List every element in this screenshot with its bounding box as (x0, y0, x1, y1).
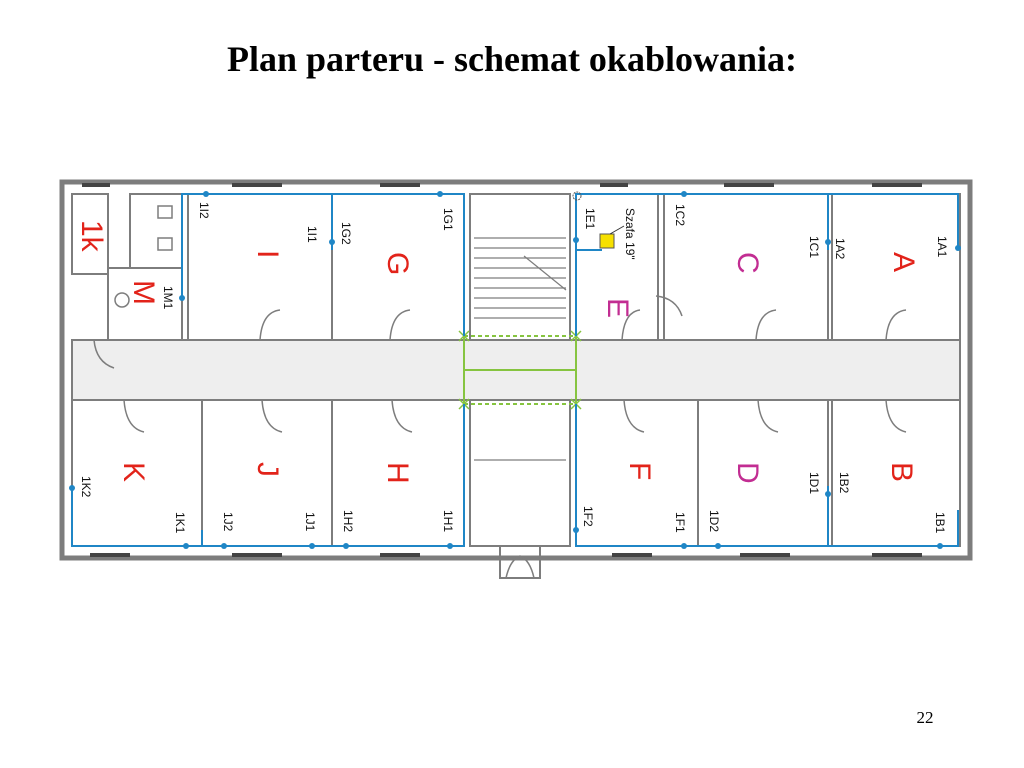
backbone-cabling (463, 334, 577, 406)
room-label: G (381, 252, 414, 275)
entrance-steps (499, 546, 541, 579)
sink (114, 292, 130, 308)
room-1k-area (71, 193, 109, 275)
port-label: 1E1 (583, 208, 597, 230)
outlet-dots (69, 191, 961, 549)
slide-title: Plan parteru - schemat okablowania: (227, 39, 797, 79)
port-label: 1G2 (339, 222, 353, 245)
rack-pointer (609, 225, 625, 235)
room-label: F (623, 462, 656, 480)
port-label: 1A2 (833, 238, 847, 260)
room-label: M (127, 280, 160, 305)
port-label: 1J1 (303, 512, 317, 532)
port-label: 1K2 (79, 476, 93, 498)
port-label: 1F2 (581, 506, 595, 527)
room-label: D (731, 462, 764, 484)
room-label: J (251, 462, 284, 477)
port-label: 1F1 (673, 512, 687, 533)
port-label: 1I1 (305, 226, 319, 243)
room-label: C (731, 252, 764, 274)
entrance-door-swing (505, 555, 535, 579)
room-label: B (885, 462, 918, 482)
access-point-icon (572, 191, 582, 201)
port-label: 1A1 (935, 236, 949, 258)
port-label: 1D1 (807, 472, 821, 494)
port-label: 1I2 (197, 202, 211, 219)
port-label: 1B1 (933, 512, 947, 534)
room-labels: 1k M I G E C A K J H F D B (75, 220, 920, 484)
port-label: 1H2 (341, 510, 355, 532)
port-label: 1D2 (707, 510, 721, 532)
port-labels: 1I2 1I1 1G2 1G1 1M1 1E1 1C2 1C1 1A2 1A1 … (79, 202, 949, 534)
port-label: 1M1 (161, 286, 175, 310)
room-label: 1k (75, 220, 108, 253)
page-number: 22 (916, 708, 934, 727)
toilet (157, 237, 173, 251)
port-label: 1H1 (441, 510, 455, 532)
room-label: A (887, 252, 920, 272)
stair-treads (474, 237, 567, 461)
port-label: 1J2 (221, 512, 235, 532)
windows (82, 183, 922, 557)
room-label: I (251, 250, 284, 258)
port-label: 1B2 (837, 472, 851, 494)
entrance-hall (469, 399, 571, 547)
port-label: 1G1 (441, 208, 455, 231)
port-label: 1C2 (673, 204, 687, 226)
port-label: 1C1 (807, 236, 821, 258)
toilet (157, 205, 173, 219)
room-label: H (381, 462, 414, 484)
stairwell (469, 193, 571, 341)
network-rack (599, 233, 615, 249)
room-label: K (117, 462, 150, 482)
port-label: 1K1 (173, 512, 187, 534)
room-label: E (601, 298, 634, 318)
rack-label: Szafa 19" (623, 208, 637, 260)
door-swings (93, 295, 907, 433)
